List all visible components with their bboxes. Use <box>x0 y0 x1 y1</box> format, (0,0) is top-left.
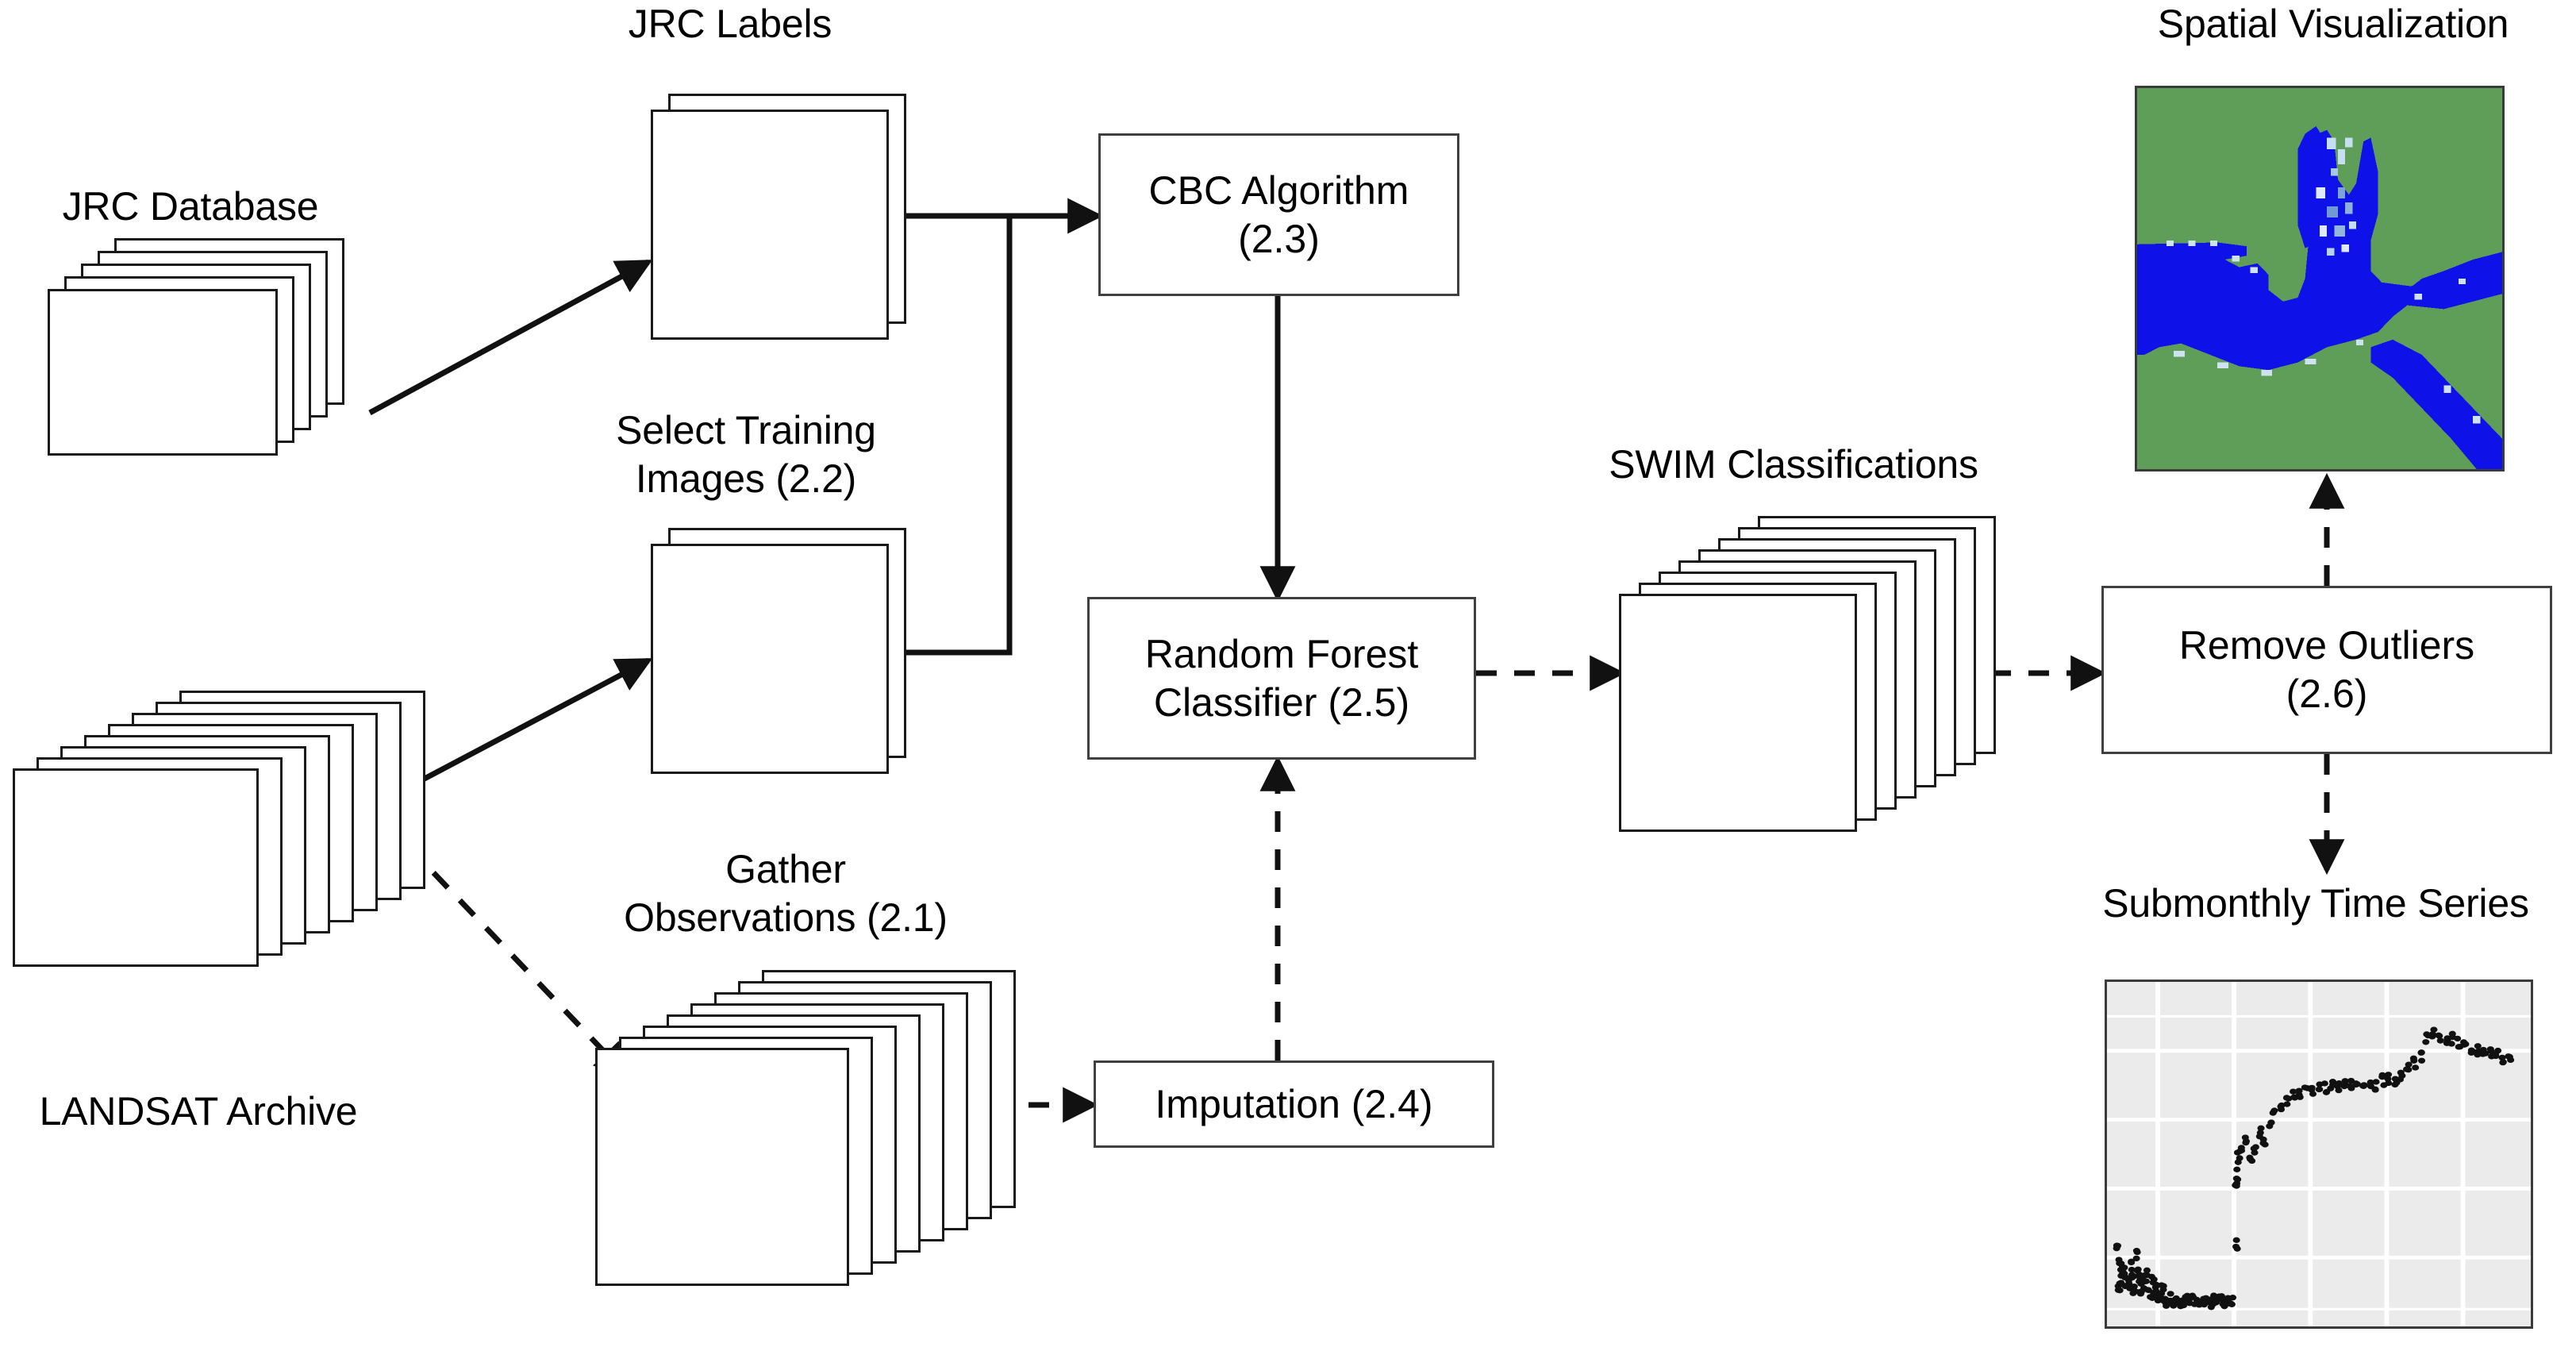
stack-sheet <box>651 544 889 774</box>
stack-sheet <box>651 110 889 340</box>
map-raster <box>2137 88 2502 469</box>
remove-outliers-box[interactable]: Remove Outliers (2.6) <box>2101 586 2552 754</box>
time-series-scatter <box>2107 982 2531 1326</box>
data-points <box>2113 1026 2515 1311</box>
jrc-labels-label: JRC Labels <box>628 2 832 46</box>
grid-lines <box>2107 982 2531 1326</box>
jrc-database-stack <box>48 238 381 456</box>
swim-classifications-stack <box>1619 516 1996 873</box>
landsat-archive-stack <box>13 691 425 1008</box>
landsat-archive-label: LANDSAT Archive <box>39 1089 358 1134</box>
stack-sheet <box>13 768 259 967</box>
edge-jrcdb-to-jrclabels <box>368 259 653 416</box>
select-training-images-stack <box>651 528 921 790</box>
stack-sheet <box>48 289 278 456</box>
jrc-labels-stack <box>651 94 921 348</box>
edge-selecttraining-to-cbc <box>906 216 1013 656</box>
stack-sheet <box>595 1048 849 1286</box>
submonthly-time-series-chart <box>2105 980 2533 1329</box>
stack-sheet <box>1619 594 1857 832</box>
gather-observations-label: Gather Observations (2.1) <box>624 847 948 940</box>
random-forest-classifier-box[interactable]: Random Forest Classifier (2.5) <box>1087 597 1476 760</box>
imputation-box[interactable]: Imputation (2.4) <box>1094 1060 1494 1148</box>
cbc-algorithm-box[interactable]: CBC Algorithm (2.3) <box>1098 133 1459 296</box>
spatial-visualization-label: Spatial Visualization <box>2157 2 2509 46</box>
jrc-database-label: JRC Database <box>62 184 319 229</box>
spatial-visualization-map <box>2135 86 2505 472</box>
submonthly-time-series-label: Submonthly Time Series <box>2102 881 2529 926</box>
select-training-images-label: Select Training Images (2.2) <box>616 408 876 501</box>
gather-observations-stack <box>595 970 1016 1327</box>
swim-classifications-label: SWIM Classifications <box>1609 442 1978 487</box>
